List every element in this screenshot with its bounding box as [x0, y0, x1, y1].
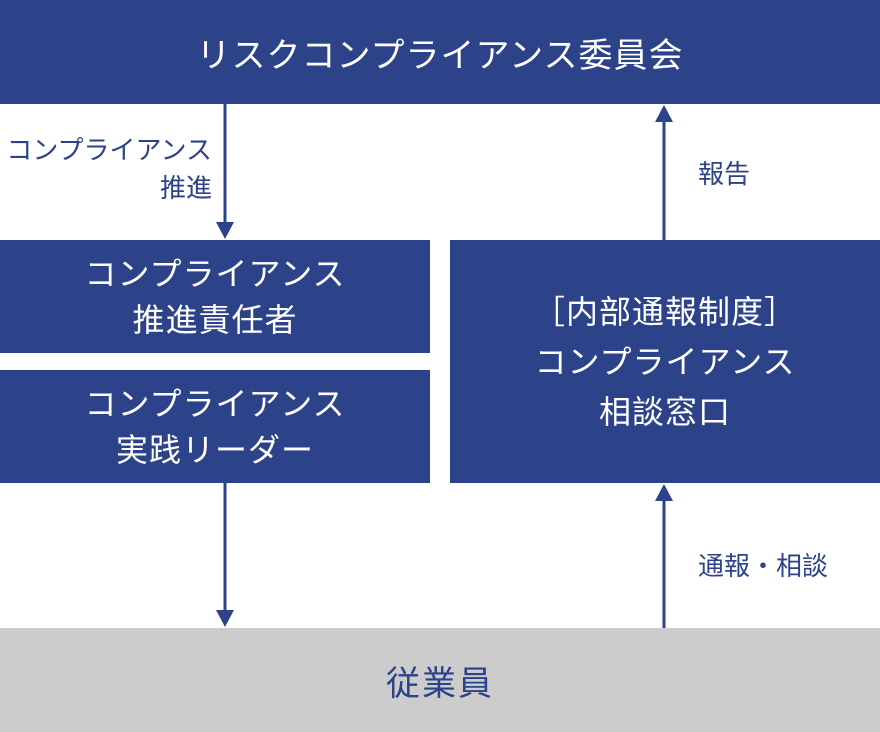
- practice-lead-line1: コンプライアンス: [84, 384, 346, 423]
- committee-label: リスクコンプライアンス委員会: [196, 35, 684, 76]
- compliance-promotion-lead-box: コンプライアンス 推進責任者: [0, 240, 430, 353]
- report-arrow-label: 報告: [698, 160, 751, 190]
- promotion-label-line1: コンプライアンス: [6, 136, 212, 166]
- hotline-line3: 相談窓口: [598, 392, 731, 431]
- hotline-line1: ［内部通報制度］: [532, 292, 797, 331]
- arrowhead-up-hotline: [655, 484, 673, 501]
- hotline-line2: コンプライアンス: [534, 342, 796, 381]
- promotion-label-line2: 推進: [159, 174, 212, 204]
- arrowhead-up-committee: [655, 105, 673, 122]
- promotion-arrow-label: コンプライアンス 推進: [6, 132, 212, 208]
- employees-label: 従業員: [386, 663, 494, 704]
- risk-compliance-committee-box: リスクコンプライアンス委員会: [0, 0, 880, 104]
- arrowhead-down-employees: [216, 610, 234, 627]
- compliance-practice-leader-box: コンプライアンス 実践リーダー: [0, 370, 430, 483]
- compliance-hotline-box: ［内部通報制度］ コンプライアンス 相談窓口: [450, 240, 880, 483]
- report-consult-arrow-label: 通報・相談: [698, 552, 829, 582]
- promotion-lead-line1: コンプライアンス: [84, 254, 346, 293]
- practice-lead-line2: 実践リーダー: [115, 430, 314, 469]
- arrowhead-down-promotion-lead: [216, 222, 234, 239]
- employees-box: 従業員: [0, 628, 880, 732]
- promotion-lead-line2: 推進責任者: [132, 300, 298, 339]
